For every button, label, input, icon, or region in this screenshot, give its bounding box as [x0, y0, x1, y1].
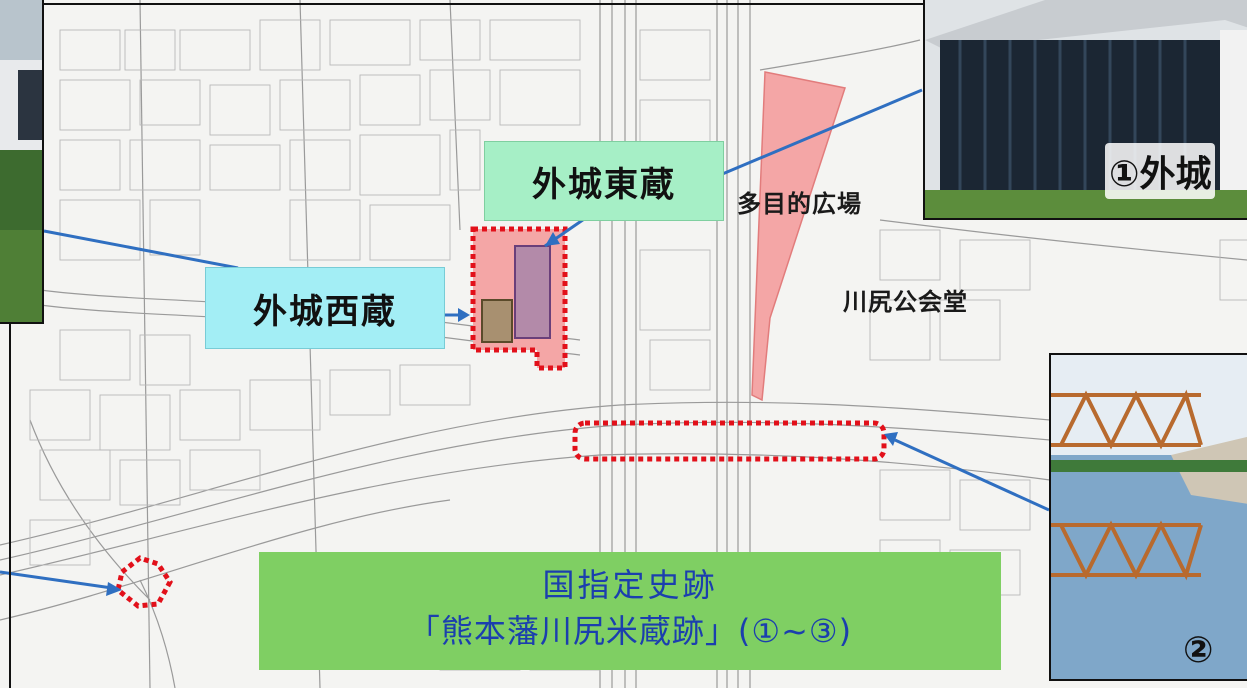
plaza-area	[751, 71, 846, 402]
storehouse-site-outline	[470, 226, 568, 371]
bridge-site-outline	[572, 420, 887, 462]
west-storehouse-label: 外城西蔵	[205, 267, 445, 349]
west-storehouse-photo	[0, 0, 44, 324]
heritage-title: 国指定史跡	[542, 566, 718, 604]
plaza-label: 多目的広場	[737, 190, 862, 218]
lower-left-site-outline	[115, 555, 173, 609]
east-storehouse-label: 外城東蔵	[484, 141, 724, 221]
leader-arrowheads	[106, 232, 898, 596]
hall-label: 川尻公会堂	[843, 288, 968, 316]
photo1-caption: ①外城	[1105, 143, 1216, 199]
west-storehouse-building	[481, 299, 513, 343]
photo2-caption: ②	[1183, 630, 1214, 671]
east-storehouse-building	[514, 245, 551, 339]
heritage-name: 「熊本藩川尻米蔵跡」(①~③)	[407, 612, 853, 650]
bridge-photo	[1049, 353, 1247, 681]
heritage-site-banner: 国指定史跡 「熊本藩川尻米蔵跡」(①~③)	[259, 552, 1001, 670]
